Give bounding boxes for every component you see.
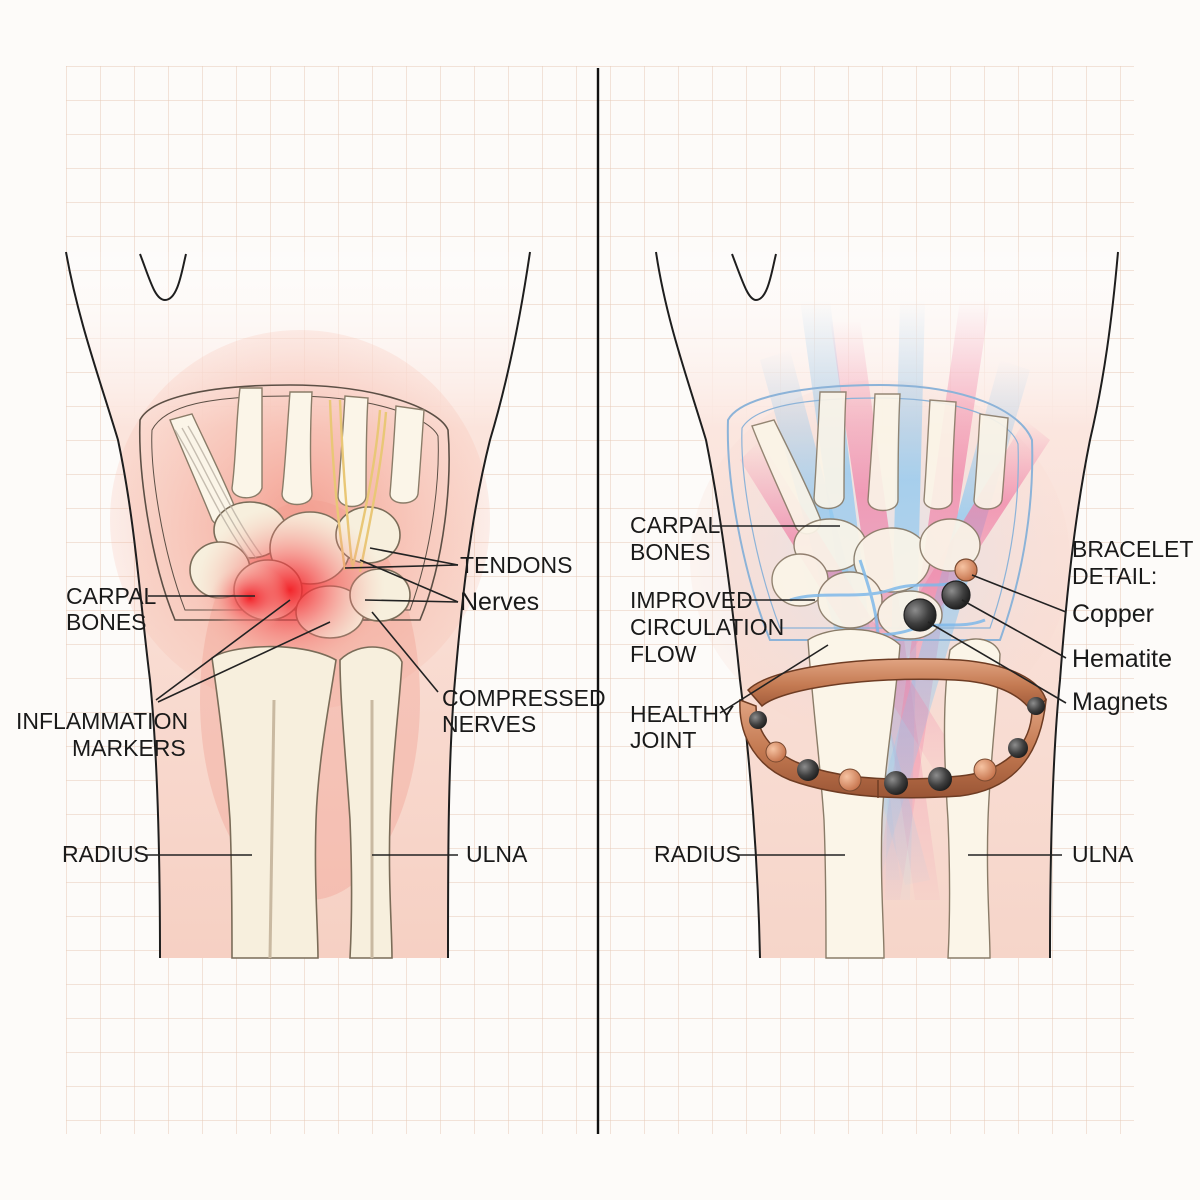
- right-label-radius: RADIUS: [654, 841, 741, 867]
- left-label-ulna: ULNA: [466, 841, 528, 867]
- left-thumb-notch: [139, 253, 187, 302]
- left-radius-bone: [211, 645, 337, 959]
- left-label-compressed-line2: NERVES: [442, 711, 536, 737]
- left-label-nerves: Nerves: [460, 588, 539, 616]
- left-metacarpals: [169, 387, 425, 527]
- right-label-improved-line3: FLOW: [630, 641, 697, 667]
- right-label-improved-line1: IMPROVED: [630, 587, 753, 613]
- right-label-improved-line2: CIRCULATION: [630, 614, 784, 640]
- right-label-bracelet-line2: DETAIL:: [1072, 563, 1157, 589]
- right-label-healthy-line2: JOINT: [630, 727, 696, 753]
- right-label-bracelet-line1: BRACELET: [1072, 536, 1193, 562]
- left-label-inflammation-line2: MARKERS: [72, 735, 186, 761]
- left-label-inflammation-line1: INFLAMMATION: [16, 708, 188, 734]
- left-panel-inflamed-wrist: CARPAL BONES TENDONS Nerves INFLAMMATION…: [16, 251, 606, 959]
- right-panel-healthy-wrist: CARPAL BONES IMPROVED CIRCULATION FLOW H…: [630, 251, 1193, 959]
- right-label-ulna: ULNA: [1072, 841, 1134, 867]
- right-label-carpal-line1: CARPAL: [630, 512, 721, 538]
- magnet-stone: [903, 598, 937, 632]
- left-label-radius: RADIUS: [62, 841, 149, 867]
- bracelet-detail-stones: [903, 558, 978, 632]
- left-label-compressed-line1: COMPRESSED: [442, 685, 606, 711]
- left-inflammation-hotspot: [195, 505, 385, 675]
- copper-magnetic-bracelet: [739, 658, 1047, 799]
- left-label-carpal-line2: BONES: [66, 609, 147, 635]
- right-carpal-bones: [771, 518, 981, 640]
- right-label-carpal-line2: BONES: [630, 539, 711, 565]
- left-label-tendons: TENDONS: [460, 552, 572, 578]
- right-label-hematite: Hematite: [1072, 645, 1172, 673]
- left-hand-outline: [138, 384, 450, 621]
- right-hand-outline: [726, 383, 1034, 641]
- right-label-magnets: Magnets: [1072, 688, 1168, 716]
- right-label-copper: Copper: [1072, 600, 1154, 628]
- copper-bead: [954, 558, 978, 582]
- right-label-healthy-line1: HEALTHY: [630, 701, 734, 727]
- right-thumb-notch: [731, 253, 777, 302]
- hematite-stone: [941, 580, 971, 610]
- left-label-carpal-line1: CARPAL: [66, 583, 157, 609]
